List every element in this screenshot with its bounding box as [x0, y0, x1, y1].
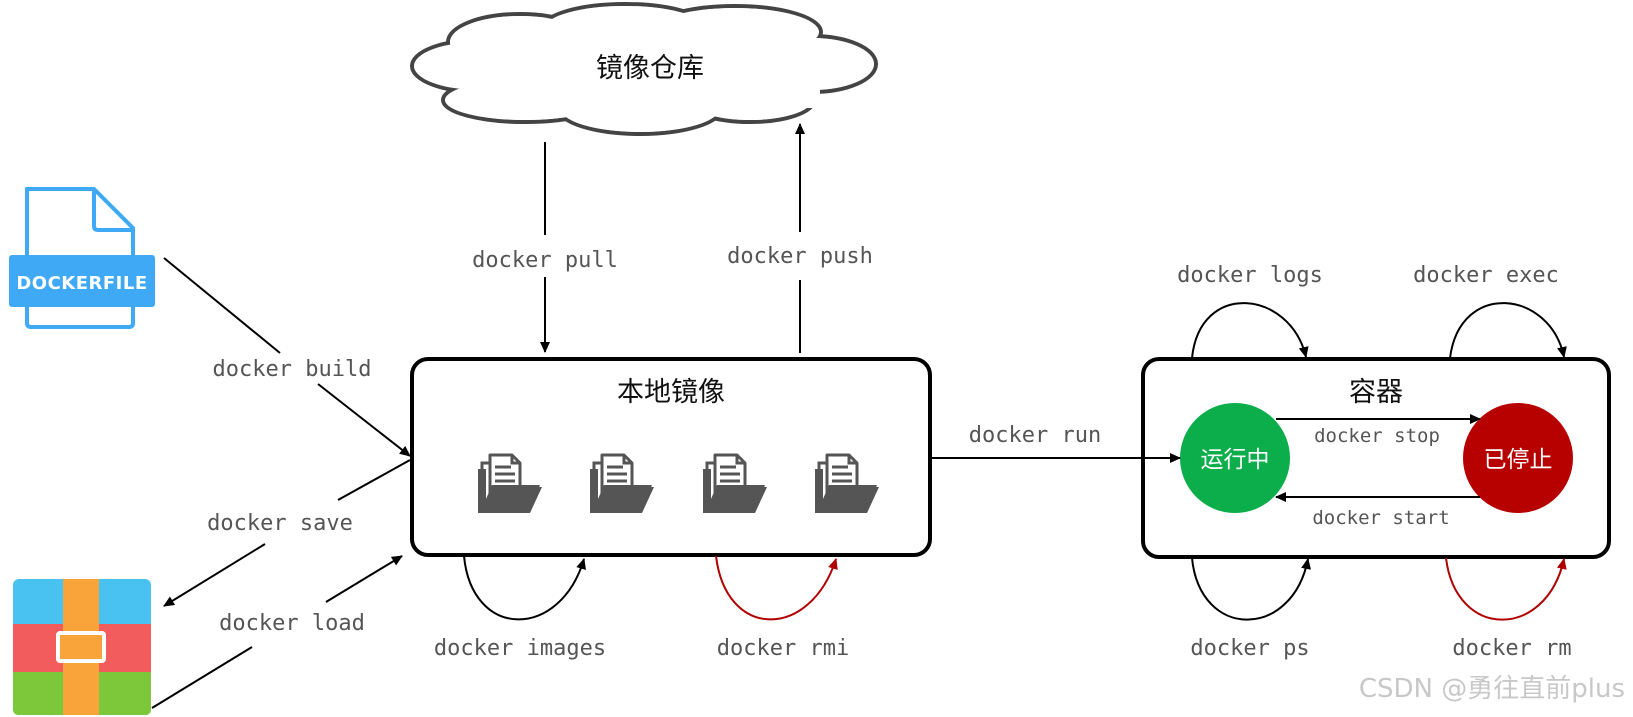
- images-label: docker images: [434, 636, 606, 661]
- load-arrow-lower: [151, 646, 253, 709]
- running-label: 运行中: [1201, 447, 1270, 473]
- exec-loop-arrow: [1449, 302, 1567, 359]
- logs-label: docker logs: [1177, 263, 1323, 288]
- save-label: docker save: [207, 511, 353, 536]
- stopped-state: [1463, 403, 1573, 513]
- save-arrow: [163, 543, 266, 607]
- save-arrow-upper: [337, 459, 411, 501]
- dockerfile-label: DOCKERFILE: [16, 273, 147, 294]
- registry-label: 镜像仓库: [596, 53, 704, 84]
- stop-label: docker stop: [1314, 425, 1440, 447]
- exec-label: docker exec: [1413, 263, 1559, 288]
- build-label: docker build: [213, 357, 372, 382]
- load-label: docker load: [219, 611, 365, 636]
- stopped-label: 已停止: [1484, 447, 1553, 473]
- pull-label: docker pull: [472, 248, 618, 273]
- local-images-label: 本地镜像: [617, 377, 725, 408]
- push-label: docker push: [727, 244, 873, 269]
- archive-icon: [13, 579, 151, 715]
- running-state: [1180, 403, 1290, 513]
- watermark: CSDN @勇往直前plus: [1359, 674, 1625, 704]
- container-label: 容器: [1349, 377, 1403, 408]
- images-loop-arrow: [463, 555, 586, 621]
- run-label: docker run: [969, 423, 1101, 448]
- ps-label: docker ps: [1190, 636, 1309, 661]
- load-arrow: [325, 555, 403, 603]
- rm-loop-arrow: [1445, 557, 1567, 621]
- build-arrow-upper: [163, 257, 281, 354]
- rm-label: docker rm: [1452, 636, 1571, 661]
- local-images-box: [410, 357, 932, 557]
- ps-loop-arrow: [1191, 557, 1311, 621]
- rmi-label: docker rmi: [717, 636, 849, 661]
- logs-loop-arrow: [1191, 302, 1309, 359]
- dockerfile-icon: DOCKERFILE: [9, 187, 155, 329]
- build-arrow: [317, 383, 411, 457]
- start-label: docker start: [1312, 507, 1449, 529]
- rmi-loop-arrow: [715, 555, 838, 621]
- cloud-icon: [410, 2, 878, 136]
